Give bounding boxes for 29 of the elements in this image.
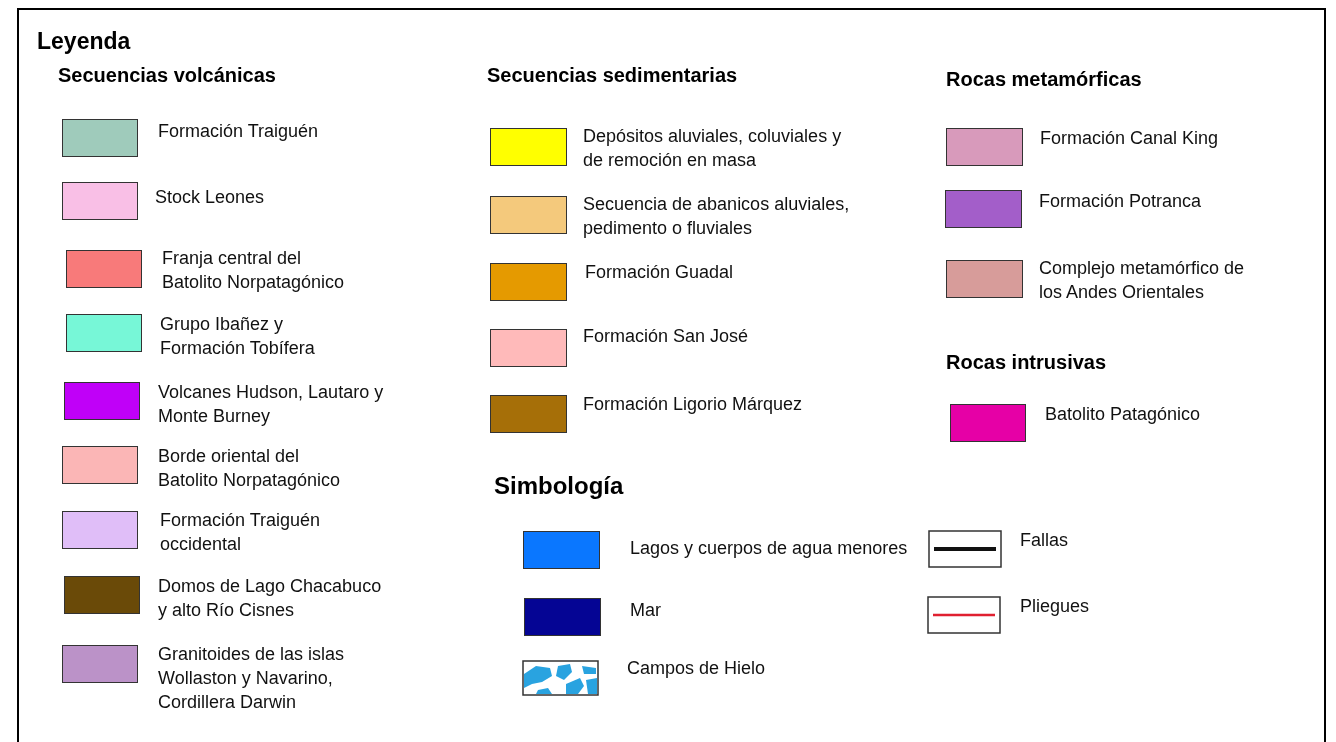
- legend-label: Stock Leones: [155, 186, 266, 209]
- legend-label: Volcanes Hudson, Lautaro y Monte Burney: [158, 381, 385, 428]
- section-heading: Rocas metamórficas: [946, 68, 1142, 91]
- legend-label: Depósitos aluviales, coluviales y de remoción en masa: [583, 125, 843, 172]
- legend-label: Lagos y cuerpos de agua menores: [630, 537, 909, 560]
- legend-label: Fallas: [1020, 529, 1069, 552]
- legend-label: Formación Guadal: [585, 261, 735, 284]
- legend-label: Mar: [630, 599, 662, 622]
- legend-label: Borde oriental del Batolito Norpatagónico: [158, 445, 342, 492]
- legend-label: Formación Ligorio Márquez: [583, 393, 804, 416]
- legend-label: Domos de Lago Chacabuco y alto Río Cisnes: [158, 575, 383, 622]
- legend-label: Formación Canal King: [1040, 127, 1220, 150]
- legend-label: Granitoides de las islas Wollaston y Navarino, Cordillera Darwin: [158, 643, 346, 714]
- legend-label: Formación Potranca: [1039, 190, 1203, 213]
- legend-label: Grupo Ibañez y Formación Tobífera: [160, 313, 316, 360]
- legend-label: Franja central del Batolito Norpatagónico: [162, 247, 346, 294]
- legend-label: Secuencia de abanicos aluviales, pedimento o fluviales: [583, 193, 851, 240]
- legend-label: Formación Traiguén: [158, 120, 320, 143]
- section-heading: Secuencias volcánicas: [58, 64, 276, 87]
- legend-label: Pliegues: [1020, 595, 1091, 618]
- section-heading: Rocas intrusivas: [946, 351, 1107, 374]
- section-heading: Secuencias sedimentarias: [487, 64, 738, 87]
- legend-label: Complejo metamórfico de los Andes Orientales: [1039, 257, 1246, 304]
- legend-label: Campos de Hielo: [627, 657, 767, 680]
- legend-title: Leyenda: [37, 28, 131, 55]
- section-heading: Simbología: [494, 472, 624, 500]
- legend-label: Formación Traiguén occidental: [160, 509, 322, 556]
- legend-label: Formación San José: [583, 325, 750, 348]
- legend-label: Batolito Patagónico: [1045, 403, 1202, 426]
